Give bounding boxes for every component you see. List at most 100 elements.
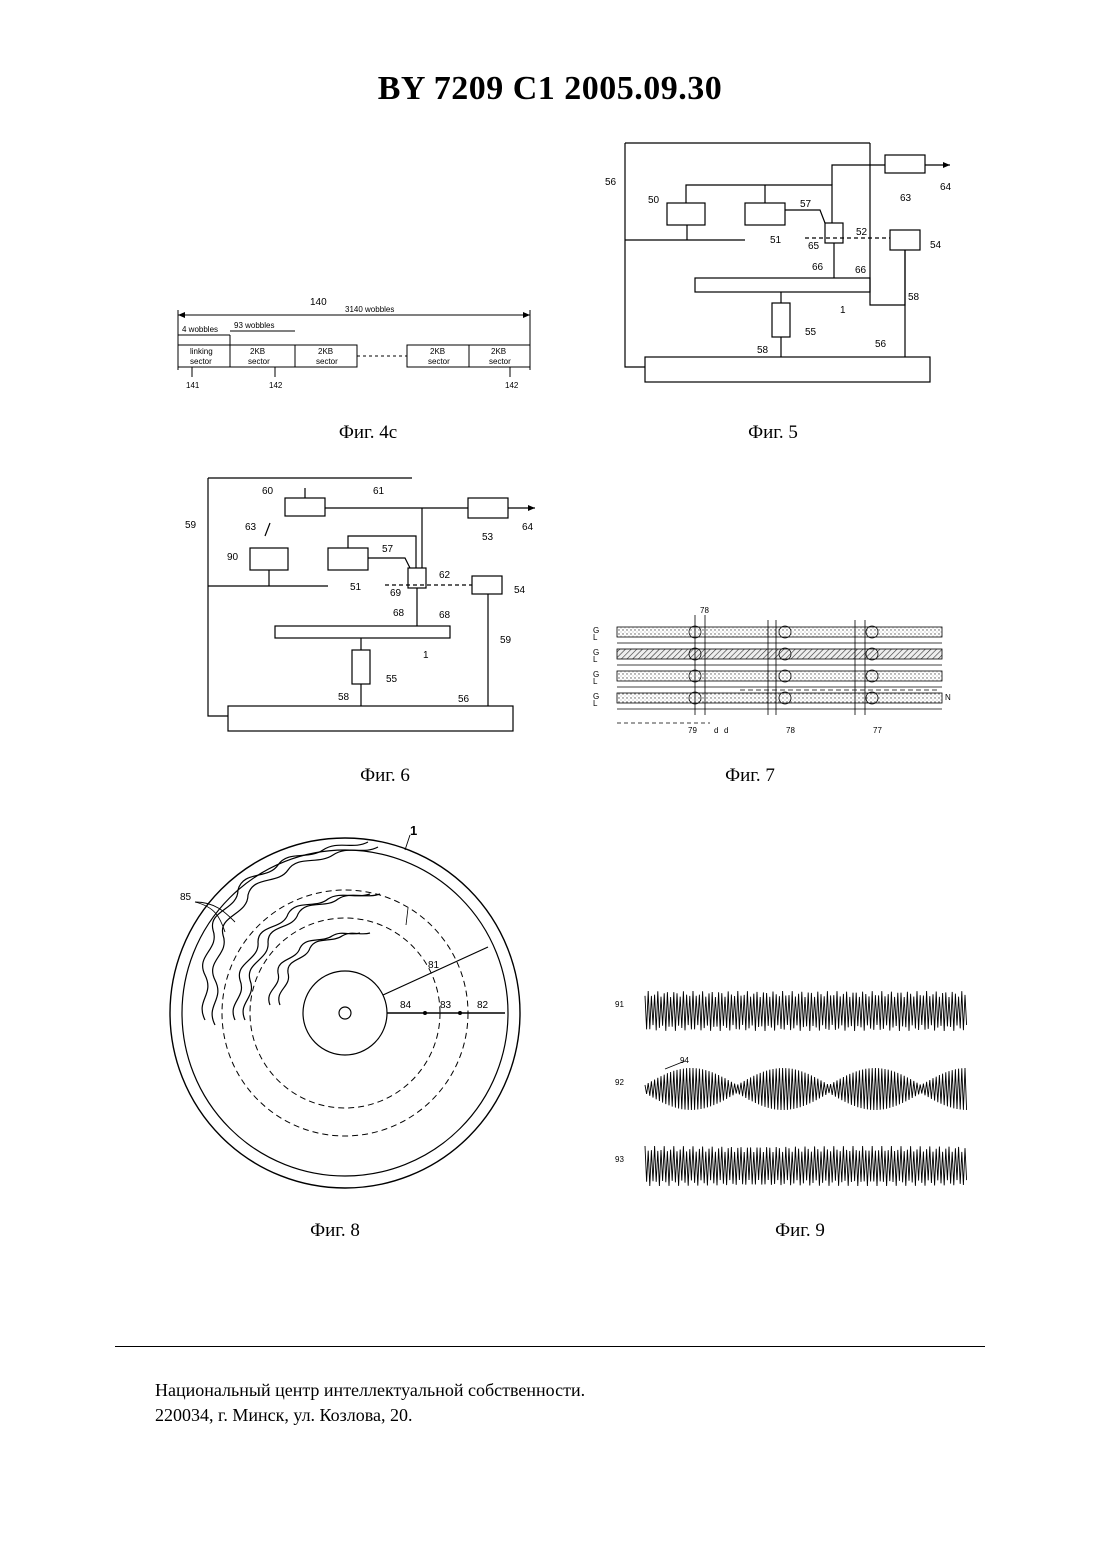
document-header: BY 7209 C1 2005.09.30: [0, 70, 1100, 108]
ref-142b: 142: [505, 381, 519, 390]
fig6-label-59a: 59: [185, 520, 197, 531]
sector-2kb-3: 2KB: [430, 347, 445, 356]
caption-fig9: Фиг. 9: [700, 1220, 900, 1242]
svg-text:L: L: [593, 699, 598, 708]
linking-label-1: linking: [190, 347, 213, 356]
fig5-label-66a: 66: [812, 262, 824, 273]
svg-text:L: L: [593, 633, 598, 642]
sector-2kb-4b: sector: [489, 357, 511, 366]
figure-8: 1 85 81 84 83 82: [160, 815, 530, 1190]
fig5-label-56b: 56: [875, 339, 887, 350]
fig5-disc: [695, 278, 870, 292]
caption-fig5: Фиг. 5: [673, 422, 873, 444]
fig5-label-56a: 56: [605, 177, 617, 188]
sector-2kb-1: 2KB: [250, 347, 265, 356]
fig5-label-66b: 66: [855, 265, 867, 276]
fig6-label-53: 53: [482, 532, 494, 543]
fig7-label-78a: 78: [700, 606, 709, 615]
fig5-label-55: 55: [805, 327, 817, 338]
figure-4c: 140 3140 wobbles 4 wobbles 93 wobbles li…: [170, 295, 540, 395]
fig6-label-69: 69: [390, 588, 402, 599]
track-groove-2: [617, 649, 942, 659]
fig5-label-1: 1: [840, 305, 846, 316]
sector-2kb-3b: sector: [428, 357, 450, 366]
fig5-label-52: 52: [856, 227, 868, 238]
sector-2kb-1b: sector: [248, 357, 270, 366]
linking-label-2: sector: [190, 357, 212, 366]
caption-fig4c: Фиг. 4с: [268, 422, 468, 444]
fig9-label-94: 94: [680, 1056, 689, 1065]
fig8-label-82: 82: [477, 1000, 489, 1011]
footer-line-2: 220034, г. Минск, ул. Козлова, 20.: [155, 1403, 585, 1428]
fig6-label-51: 51: [350, 582, 362, 593]
fig5-label-50: 50: [648, 195, 660, 206]
fig5-label-63: 63: [900, 193, 912, 204]
fig5-label-58b: 58: [757, 345, 769, 356]
fig6-label-54: 54: [514, 585, 526, 596]
signal-91: [645, 991, 967, 1031]
fig5-label-51: 51: [770, 235, 782, 246]
footer-divider: [115, 1346, 985, 1347]
ref-141: 141: [186, 381, 200, 390]
figure-9: 91 92 94 93: [610, 985, 975, 1195]
ref-140: 140: [310, 297, 327, 308]
fig6-label-62: 62: [439, 570, 451, 581]
fig6-label-61: 61: [373, 486, 385, 497]
signal-92: [645, 1068, 967, 1110]
wobbles-93-label: 93 wobbles: [234, 321, 274, 330]
figure-6: 59 60 61 63 53 64 90 57 51 62 69 54 68 6…: [180, 478, 540, 736]
fig9-label-91: 91: [615, 1000, 624, 1009]
track-groove-1: [617, 627, 942, 637]
fig9-label-93: 93: [615, 1155, 624, 1164]
fig6-label-56: 56: [458, 694, 470, 705]
fig6-label-90: 90: [227, 552, 239, 563]
track-groove-4: [617, 693, 942, 703]
fig8-label-83: 83: [440, 1000, 452, 1011]
fig5-label-54: 54: [930, 240, 942, 251]
fig6-label-1: 1: [423, 650, 429, 661]
sector-2kb-4: 2KB: [491, 347, 506, 356]
caption-fig8: Фиг. 8: [235, 1220, 435, 1242]
fig6-label-59b: 59: [500, 635, 512, 646]
fig7-label-77: 77: [873, 726, 882, 735]
ref-142a: 142: [269, 381, 283, 390]
svg-text:L: L: [593, 655, 598, 664]
fig5-label-57: 57: [800, 199, 812, 210]
fig6-label-63: 63: [245, 522, 257, 533]
fig5-label-64: 64: [940, 182, 952, 193]
fig5-label-65: 65: [808, 241, 820, 252]
wobbles-4-label: 4 wobbles: [182, 325, 218, 334]
fig7-label-78b: 78: [786, 726, 795, 735]
total-wobbles-label: 3140 wobbles: [345, 305, 394, 314]
fig6-label-68b: 68: [439, 610, 451, 621]
caption-fig7: Фиг. 7: [650, 765, 850, 787]
fig7-label-d1: d: [714, 726, 718, 735]
spindle-hole: [339, 1007, 351, 1019]
fig6-label-58: 58: [338, 692, 350, 703]
fig6-label-60: 60: [262, 486, 274, 497]
fig7-label-79: 79: [688, 726, 697, 735]
fig5-label-58a: 58: [908, 292, 920, 303]
footer-line-1: Национальный центр интеллектуальной собс…: [155, 1378, 585, 1403]
fig8-label-81: 81: [428, 960, 440, 971]
signal-93: [645, 1146, 967, 1186]
fig6-label-55: 55: [386, 674, 398, 685]
fig7-label-n: N: [945, 693, 951, 702]
svg-text:L: L: [593, 677, 598, 686]
sector-2kb-2b: sector: [316, 357, 338, 366]
figure-5: 56 50 57 51 52 65 54 63 64 66 66 1 58 55…: [600, 135, 960, 390]
fig8-label-84: 84: [400, 1000, 412, 1011]
figure-7: GL GL GL GL 78 79 d d 78 77 N: [590, 605, 960, 740]
fig7-label-d2: d: [724, 726, 728, 735]
track-groove-3: [617, 671, 942, 681]
fig8-label-1: 1: [410, 823, 417, 838]
fig8-label-85: 85: [180, 892, 192, 903]
fig6-label-64: 64: [522, 522, 534, 533]
fig6-label-57: 57: [382, 544, 394, 555]
fig5-spindle-block: [645, 357, 930, 382]
caption-fig6: Фиг. 6: [285, 765, 485, 787]
fig6-label-68a: 68: [393, 608, 405, 619]
sector-2kb-2: 2KB: [318, 347, 333, 356]
fig9-label-92: 92: [615, 1078, 624, 1087]
footer-address: Национальный центр интеллектуальной собс…: [155, 1378, 585, 1428]
